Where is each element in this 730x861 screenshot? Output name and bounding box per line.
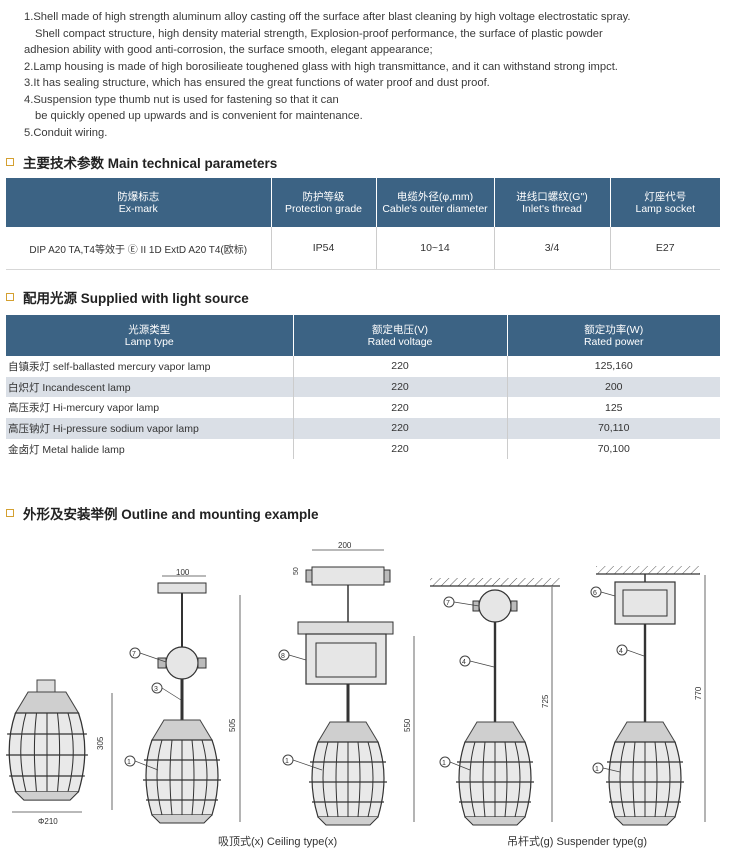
dim-label: 505 xyxy=(228,718,237,732)
table-cell: 金卤灯 Metal halide lamp xyxy=(8,443,125,456)
table-header-cell: 额定功率(W)Rated power xyxy=(506,315,720,356)
dim-label: 725 xyxy=(541,694,550,708)
table-cell: 高压钠灯 Hi-pressure sodium vapor lamp xyxy=(6,418,293,439)
table-cell: 220 xyxy=(292,356,507,377)
table-cell: 高压汞灯 Hi-mercury vapor lamp xyxy=(8,402,160,415)
table-header-cell: 进线口螺纹(G")Inlet's thread xyxy=(493,178,610,227)
drawing-suspender-small xyxy=(430,578,560,826)
section-title-light: 配用光源 Supplied with light source xyxy=(6,287,249,307)
table-cell: 125,160 xyxy=(506,356,720,377)
dim-label: 550 xyxy=(403,718,412,732)
callout-label: 7 xyxy=(132,651,136,658)
caption-suspender-type: 吊杆式(g) Suspender type(g) xyxy=(507,836,647,848)
callout-label: 6 xyxy=(593,590,597,597)
table-header-cell: 电缆外径(φ,mm)Cable's outer diameter xyxy=(375,178,494,227)
section-title-text: 主要技术参数 Main technical parameters xyxy=(23,156,278,171)
drawing-suspender-large xyxy=(596,566,700,826)
section-title-outline: 外形及安装举例 Outline and mounting example xyxy=(6,503,319,523)
dim-label: 200 xyxy=(338,541,352,550)
table-cell: E27 xyxy=(609,227,720,270)
table-cell: 220 xyxy=(292,397,507,419)
bullet-square-icon xyxy=(6,293,14,301)
bullet-square-icon xyxy=(6,509,14,517)
callout-label: 1 xyxy=(285,758,289,765)
table-header-cell: 额定电压(V)Rated voltage xyxy=(292,315,507,356)
callout-label: 1 xyxy=(595,766,599,773)
table-cell: 125 xyxy=(506,397,720,419)
table-cell: 220 xyxy=(292,418,507,439)
section-title-text: 外形及安装举例 Outline and mounting example xyxy=(23,507,319,522)
feature-line: 1.Shell made of high strength aluminum a… xyxy=(24,11,631,23)
callout-label: 3 xyxy=(154,686,158,693)
dim-label: Φ210 xyxy=(38,817,58,826)
callout-label: 4 xyxy=(462,659,466,666)
callout-label: 7 xyxy=(446,600,450,607)
dim-label: 305 xyxy=(96,736,105,750)
feature-line: be quickly opened up upwards and is conv… xyxy=(35,110,363,122)
feature-line: adhesion ability with good anti-corrosio… xyxy=(24,44,433,56)
callout-label: 8 xyxy=(281,653,285,660)
feature-line: 4.Suspension type thumb nut is used for … xyxy=(24,93,339,106)
caption-ceiling-type: 吸顶式(x) Ceiling type(x) xyxy=(218,836,338,848)
section-title-tech: 主要技术参数 Main technical parameters xyxy=(6,152,277,172)
table-cell: DIP A20 TA,T4等效于 Ⓔ II 1D ExtD A20 T4(欧标) xyxy=(6,227,271,270)
dim-label: 770 xyxy=(694,686,703,700)
drawing-pendant-lamp xyxy=(5,679,89,801)
table-cell: IP54 xyxy=(270,227,376,270)
section-title-text: 配用光源 Supplied with light source xyxy=(23,291,249,306)
feature-list: 1.Shell made of high strength aluminum a… xyxy=(24,9,724,141)
callout-label: 1 xyxy=(127,759,131,766)
table-cell: 10~14 xyxy=(375,227,494,270)
feature-line: 5.Conduit wiring. xyxy=(24,126,108,139)
callout-label: 1 xyxy=(442,760,446,767)
table-cell: 自镇汞灯 self-ballasted mercury vapor lamp xyxy=(8,360,211,373)
table-cell: 70,110 xyxy=(506,418,720,439)
callout-label: 4 xyxy=(619,648,623,655)
table-cell: 3/4 xyxy=(493,227,610,270)
table-cell: 70,100 xyxy=(506,438,720,460)
dim-label: 100 xyxy=(176,568,190,577)
feature-line: 3.It has sealing structure, which has en… xyxy=(24,77,490,89)
drawing-ceiling-large xyxy=(297,566,394,826)
table-cell: 200 xyxy=(506,376,720,398)
dim-label: 50 xyxy=(293,567,300,575)
feature-line: Shell compact structure, high density ma… xyxy=(35,27,603,40)
drawing-ceiling-small xyxy=(142,582,222,824)
table-cell: 白炽灯 Incandescent lamp xyxy=(6,376,293,398)
table-row: 自镇汞灯 self-ballasted mercury vapor lamp 22… xyxy=(6,356,720,377)
table-cell: 220 xyxy=(292,438,507,460)
outline-drawings: 305 Φ210 100 505 7 3 1 200 50 550 8 1 xyxy=(5,541,706,826)
bullet-square-icon xyxy=(6,158,14,166)
table-row: DIP A20 TA,T4等效于 Ⓔ II 1D ExtD A20 T4(欧标)… xyxy=(6,227,720,270)
feature-line: 2.Lamp housing is made of high borosilie… xyxy=(24,60,618,73)
table-cell: 220 xyxy=(292,376,507,398)
